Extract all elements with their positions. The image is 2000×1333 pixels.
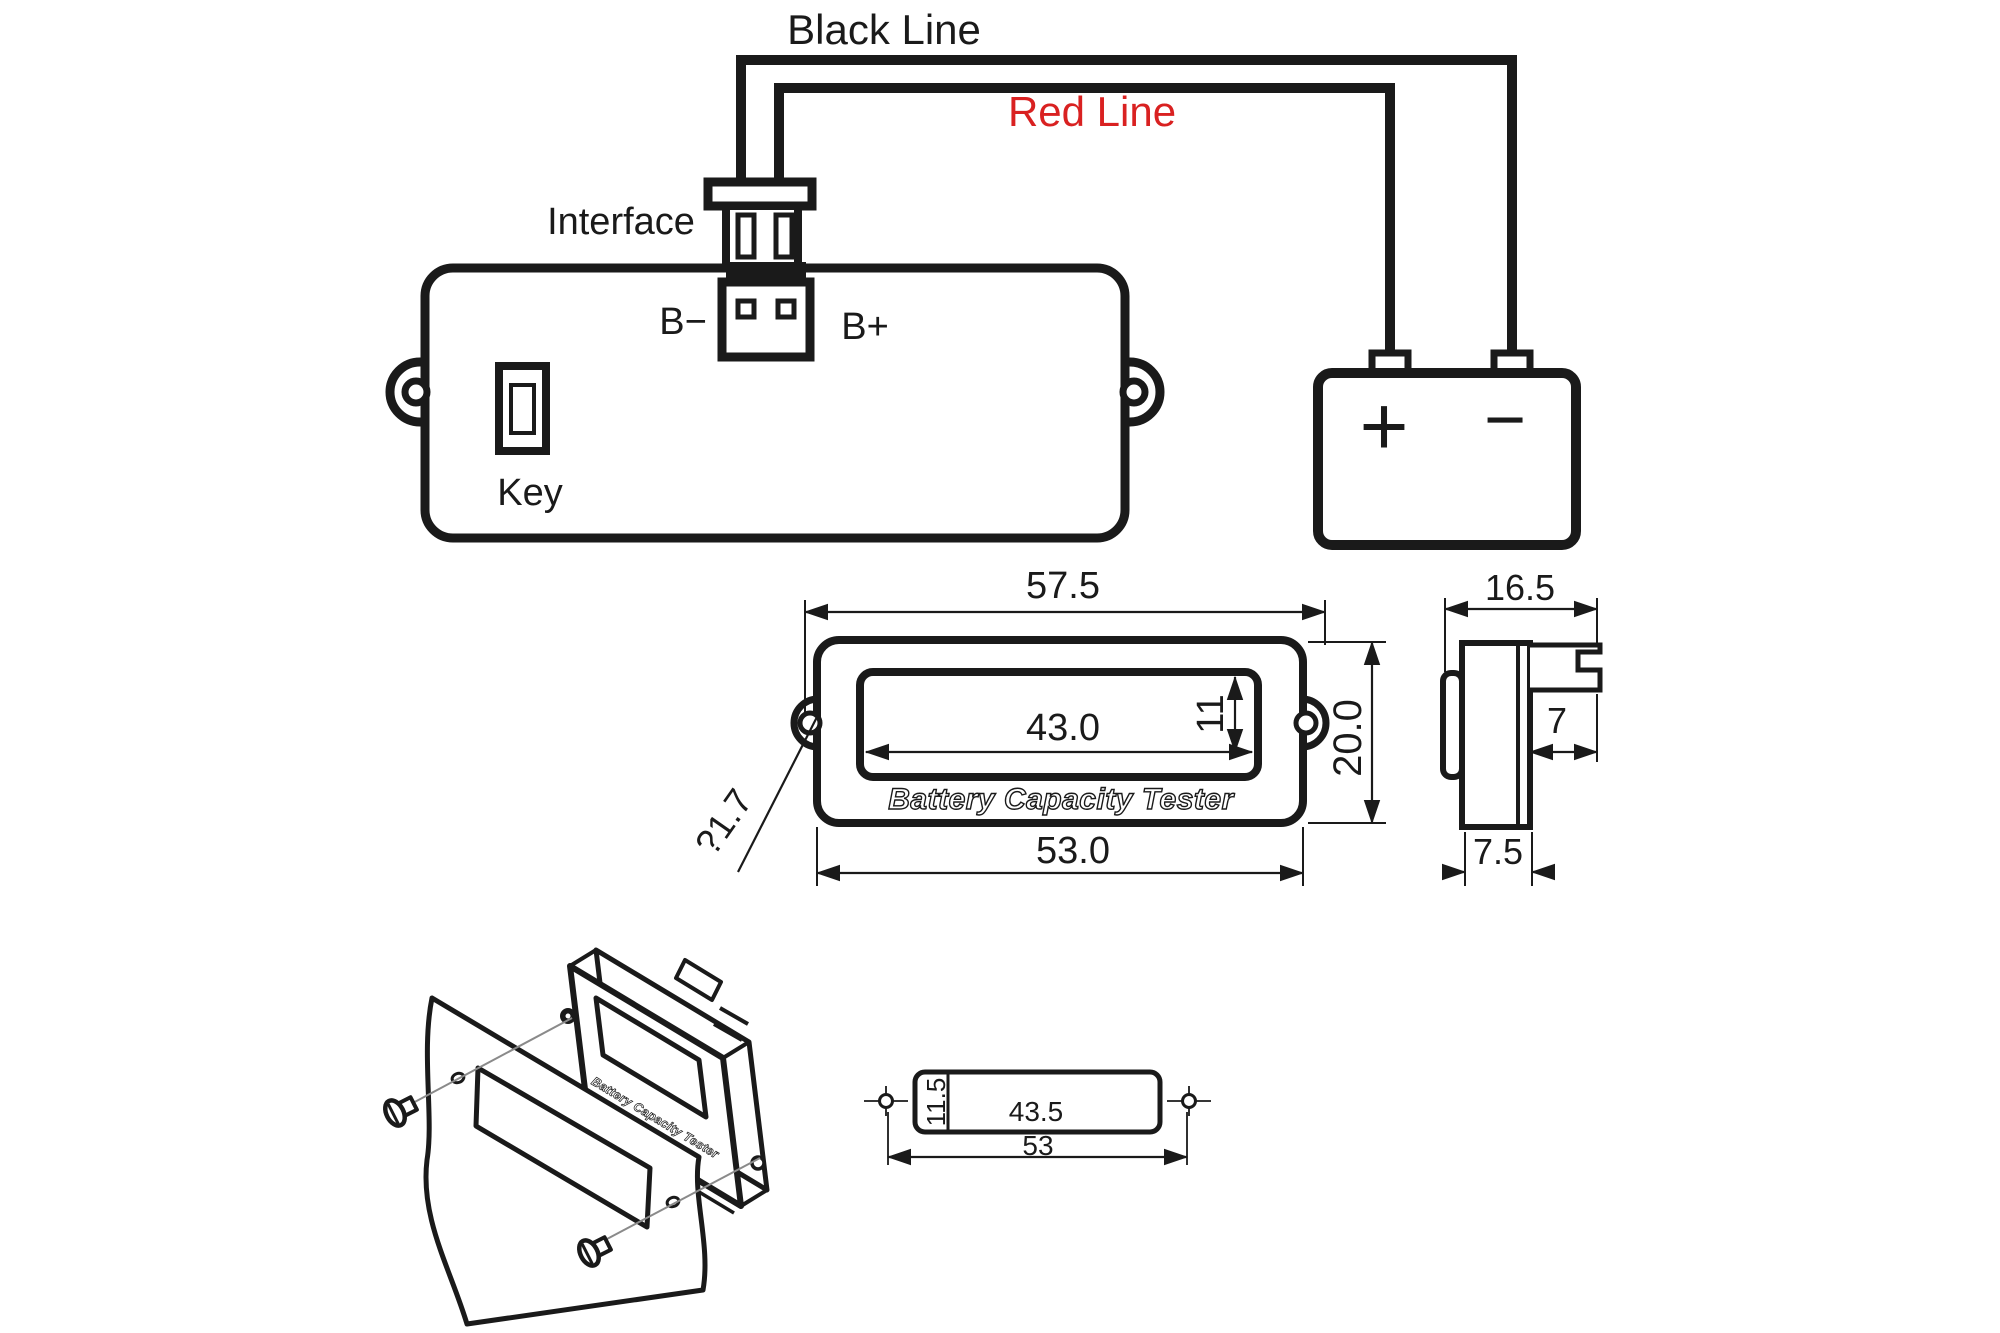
battery-plus-sign: + [1359, 379, 1409, 473]
wiring-diagram [385, 55, 1581, 550]
black-line-label: Black Line [787, 6, 981, 53]
cv-right-hole [1181, 1093, 1197, 1109]
ev-screw-axis-bottom [589, 1157, 761, 1249]
interface-plug-pin-right [773, 212, 795, 260]
front-brand-text: Battery Capacity Tester [888, 783, 1234, 816]
red-wire [774, 83, 1395, 356]
dim-hole-spacing: 53 [1022, 1130, 1054, 1161]
ev-screw-axis-top [395, 1017, 573, 1113]
ev-connector-block [674, 958, 723, 1002]
ev-screw-top [383, 1095, 419, 1128]
b-socket [717, 277, 815, 362]
hole-leader [737, 714, 819, 873]
dim-front-thickness: 7.5 [1472, 831, 1524, 872]
battery-minus-sign: − [1483, 380, 1527, 460]
key-label: Key [497, 472, 563, 514]
sv-clip-arm [1530, 642, 1603, 693]
ev-window [593, 995, 709, 1120]
cv-left-hole [878, 1093, 894, 1109]
dim-cutout-height: 11.5 [921, 1077, 951, 1127]
cv-cutout-rect [912, 1069, 1163, 1135]
ev-panel-cutout [473, 1065, 653, 1230]
front-view [737, 600, 1386, 886]
dim-overall-depth: 16.5 [1484, 567, 1556, 608]
exploded-view [383, 947, 770, 1327]
b-socket-pin-left [735, 298, 757, 320]
interface-label: Interface [547, 201, 695, 243]
black-wire [736, 55, 1517, 356]
dim-window-height: 11 [1190, 694, 1232, 734]
dim-overall-height: 20.0 [1326, 699, 1370, 777]
dim-window-width: 43.0 [1026, 707, 1100, 749]
dim-cutout-width: 43.5 [1008, 1096, 1064, 1127]
interface-plug-pin-left [735, 212, 757, 260]
key-switch [495, 362, 550, 455]
battery-body [1313, 368, 1581, 550]
ev-screw-bottom [577, 1235, 613, 1268]
side-view [1440, 598, 1603, 886]
key-switch-inner [509, 383, 536, 435]
left-ear-hole [401, 377, 431, 407]
cutout-view [864, 1069, 1211, 1166]
dim-clip-length: 7 [1546, 700, 1568, 741]
dim-overall-width: 57.5 [1026, 565, 1100, 607]
red-line-label: Red Line [1007, 88, 1177, 135]
dim-body-width: 53.0 [1036, 830, 1110, 872]
b-minus-label: B− [659, 301, 707, 343]
b-plus-label: B+ [841, 306, 889, 348]
right-ear-hole [1119, 377, 1149, 407]
b-socket-pin-right [775, 298, 797, 320]
fv-right-ear-hole [1293, 710, 1319, 736]
interface-joint [726, 262, 806, 282]
